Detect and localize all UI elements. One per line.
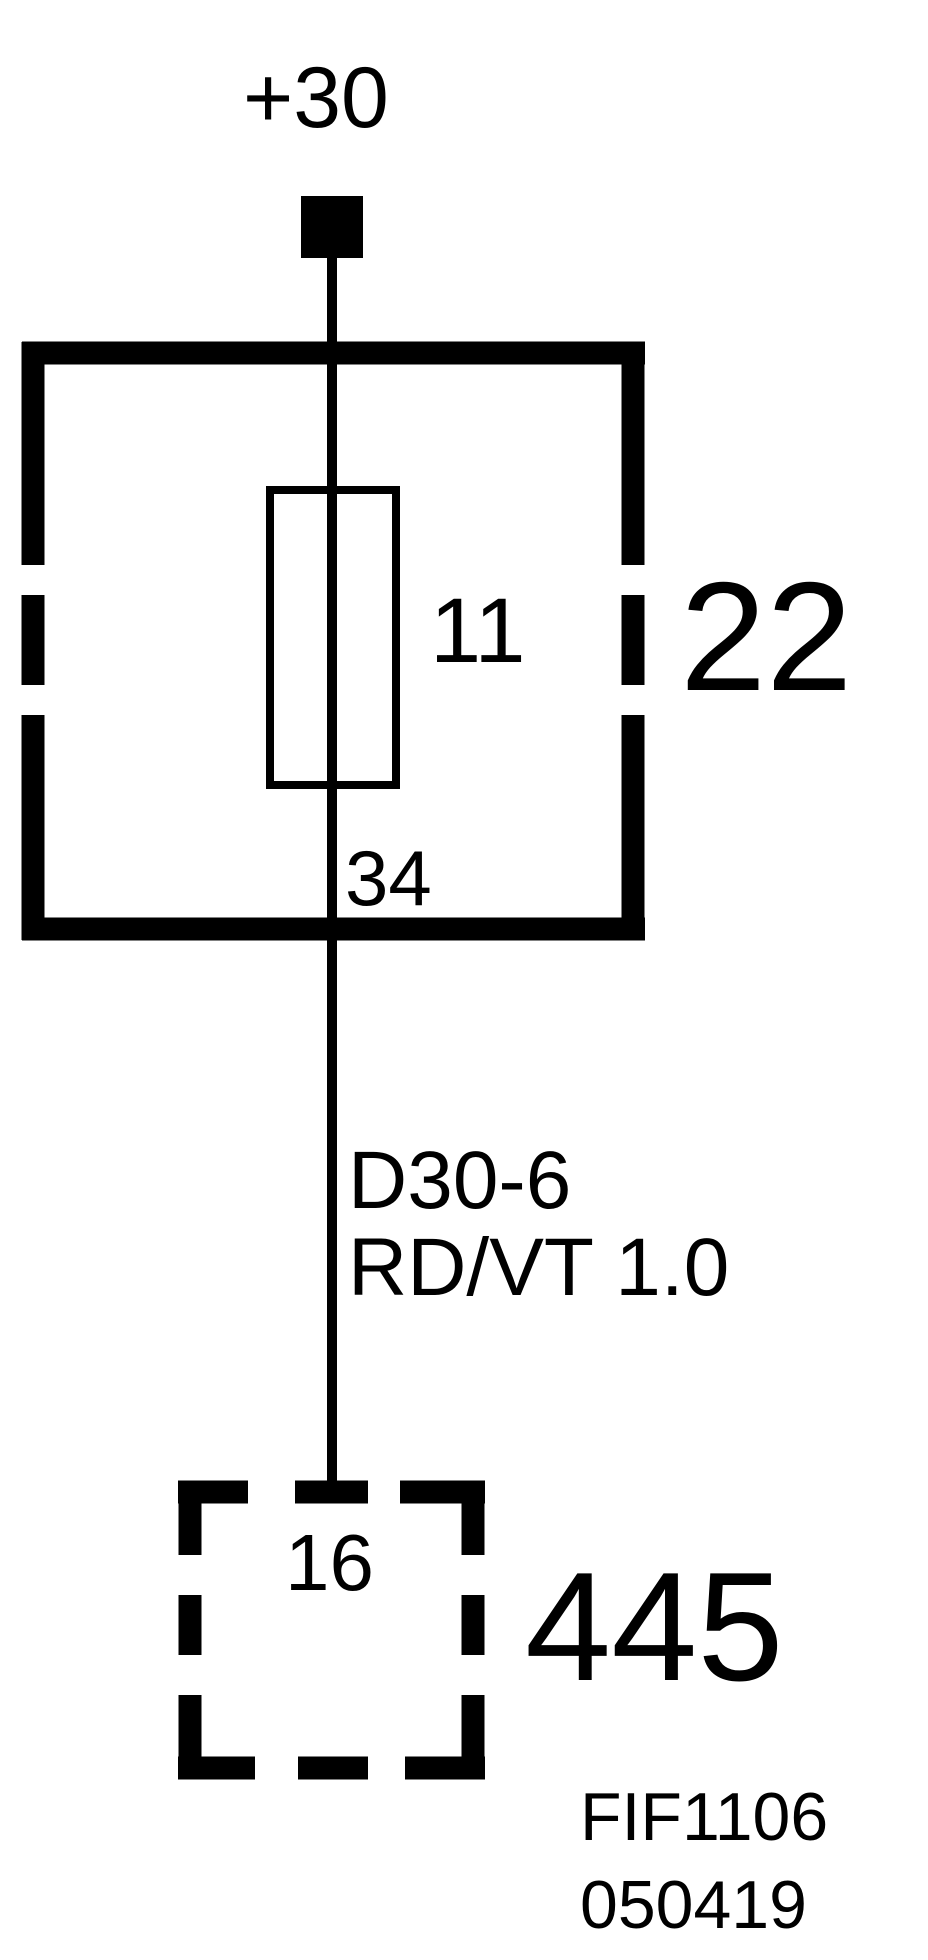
fuse-element — [266, 486, 400, 789]
doc-date-label: 050419 — [580, 1867, 807, 1943]
connector-label: 445 — [525, 1540, 784, 1713]
supply-label: +30 — [243, 50, 389, 146]
wire-code-label: D30-6 — [348, 1135, 571, 1226]
fuse-box-outline — [21, 341, 645, 941]
wire-spec-label: RD/VT 1.0 — [348, 1222, 729, 1313]
supply-terminal — [301, 196, 363, 258]
connector-outline — [178, 1480, 485, 1780]
fuse-box-label: 22 — [680, 550, 852, 723]
fuse-pin-label: 34 — [345, 834, 432, 922]
fuse-label: 11 — [430, 580, 526, 682]
connector-pin-label: 16 — [285, 1518, 374, 1607]
doc-code-label: FIF1106 — [580, 1779, 828, 1855]
